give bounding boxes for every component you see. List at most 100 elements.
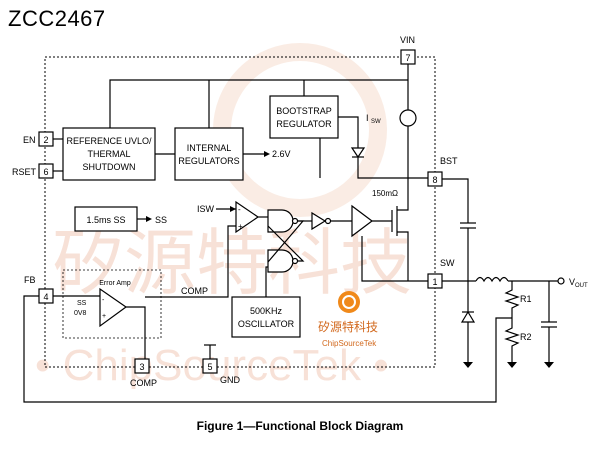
wire-amp-to-comp-pin	[126, 306, 146, 359]
mosfet-rdson: 150mΩ	[372, 189, 398, 198]
pin-vin: 7 VIN	[400, 35, 416, 65]
gnd-diode	[463, 362, 473, 368]
pin-fb: 4 FB	[24, 275, 54, 304]
pin-fb-number: 4	[43, 292, 48, 302]
block-bootstrap-regulator: BOOTSTRAP REGULATOR	[269, 95, 339, 139]
arrow-isw	[230, 206, 236, 212]
schottky-diode	[460, 310, 476, 323]
arrow-ss	[146, 216, 152, 222]
r2-label: R2	[520, 332, 532, 342]
error-amp-group: Error Amp SS 0V8 - +	[62, 269, 162, 339]
error-amp-triangle	[99, 287, 128, 328]
block-soft-start-label: 1.5ms SS	[86, 215, 125, 225]
pin-comp: 3 COMP	[130, 358, 157, 388]
vout-terminal	[557, 277, 565, 285]
block-internal-regulators: INTERNAL REGULATORS	[174, 127, 244, 181]
pin-sw: 1 SW	[427, 258, 455, 289]
chip-boundary	[44, 56, 436, 368]
wire-comp-to-comparator	[145, 225, 236, 298]
label-isw-in: ISW	[197, 204, 215, 214]
block-internal-regulators-box	[174, 127, 244, 181]
mosfet-source	[397, 231, 409, 281]
error-amp-0v8-input: 0V8	[74, 310, 87, 317]
pin-rset-label: RSET	[12, 167, 37, 177]
error-amp-minus: -	[102, 297, 105, 304]
gnd-outcap	[544, 362, 554, 368]
pin-comp-number: 3	[139, 362, 144, 372]
vout-label: V	[569, 277, 575, 287]
nand-gate-top-bubble	[291, 217, 299, 225]
resistor-r2	[504, 318, 520, 362]
chip-id-title: ZCC2467	[8, 6, 106, 31]
watermark-big-cn: 矽源特科技	[52, 221, 412, 305]
wire-diode-to-bst	[357, 157, 428, 179]
nand-gate-bottom-bubble	[291, 257, 299, 265]
label-ss-out: SS	[155, 215, 167, 225]
watermark-logo: 矽源特科技 ChipSourceTek	[318, 291, 378, 348]
inductor	[475, 276, 509, 283]
block-oscillator-box	[231, 296, 301, 338]
pin-gnd-label: GND	[220, 375, 241, 385]
resistor-r1	[504, 281, 520, 318]
block-reference-uvlo-line1: REFERENCE UVLO/	[66, 136, 152, 146]
block-oscillator-line1: 500KHz	[250, 306, 283, 316]
pin-bst-number: 8	[432, 175, 437, 185]
current-source-label-sub: SW	[371, 119, 381, 125]
pin-comp-box	[134, 358, 150, 374]
error-amp-plus: +	[102, 313, 106, 320]
pin-en-number: 2	[43, 135, 48, 145]
gnd-r2	[507, 362, 517, 368]
current-source-label: I	[366, 113, 369, 123]
pin-bst-label: BST	[440, 156, 458, 166]
pin-comp-label: COMP	[130, 378, 157, 388]
pin-gnd: 5 GND	[202, 358, 241, 385]
block-reference-uvlo-box	[62, 127, 156, 181]
comparator-plus: +	[238, 222, 243, 231]
pin-rset-number: 6	[43, 167, 48, 177]
block-internal-regulators-line1: INTERNAL	[187, 143, 232, 153]
label-2v6: 2.6V	[272, 149, 291, 159]
pin-vin-label: VIN	[400, 35, 415, 45]
block-bootstrap-line2: REGULATOR	[276, 119, 332, 129]
logo-cn-text: 矽源特科技	[318, 319, 378, 334]
wire-bst-to-cap	[442, 178, 469, 223]
latch-cross-wire-2	[267, 225, 305, 262]
block-bootstrap-line1: BOOTSTRAP	[276, 106, 332, 116]
vout-label-sub: OUT	[575, 283, 588, 289]
block-soft-start-box	[74, 206, 138, 232]
pin-fb-label: FB	[24, 275, 36, 285]
wire-vin-to-ref	[109, 79, 408, 128]
pin-sw-label: SW	[440, 258, 455, 268]
label-comp-node: COMP	[181, 286, 208, 296]
wire-driver-to-sw	[361, 236, 428, 282]
nand-gate-bottom	[267, 249, 294, 273]
logo-inner	[342, 295, 356, 309]
block-oscillator: 500KHz OSCILLATOR	[231, 296, 301, 338]
block-reference-uvlo-line3: SHUTDOWN	[83, 162, 136, 172]
wire-bootstrap-to-diode	[338, 116, 359, 148]
error-amp-ss-input: SS	[77, 300, 87, 307]
wiring	[53, 64, 428, 359]
mosfet-drain	[397, 180, 409, 211]
block-oscillator-line2: OSCILLATOR	[238, 319, 295, 329]
block-reference-uvlo: REFERENCE UVLO/ THERMAL SHUTDOWN	[62, 127, 156, 181]
current-source-circle	[399, 109, 417, 127]
pin-en-label: EN	[23, 135, 36, 145]
block-internal-regulators-line2: REGULATORS	[178, 156, 239, 166]
pin-vin-number: 7	[405, 53, 410, 63]
wire-feedback-loop	[23, 295, 512, 403]
comparator-triangle	[235, 200, 260, 234]
pin-rset: 6 RSET	[12, 163, 54, 179]
pin-en: 2 EN	[23, 131, 54, 147]
block-soft-start: 1.5ms SS	[74, 206, 138, 232]
bootstrap-diode	[350, 147, 366, 159]
figure-caption: Figure 1—Functional Block Diagram	[197, 419, 404, 433]
error-amp-label: Error Amp	[99, 280, 131, 287]
current-comparator: - +	[235, 200, 260, 234]
wire-osc-to-nand	[265, 266, 268, 297]
error-amp-boundary	[62, 269, 162, 339]
inverter-bubble	[324, 217, 332, 225]
block-bootstrap-regulator-box	[269, 95, 339, 139]
